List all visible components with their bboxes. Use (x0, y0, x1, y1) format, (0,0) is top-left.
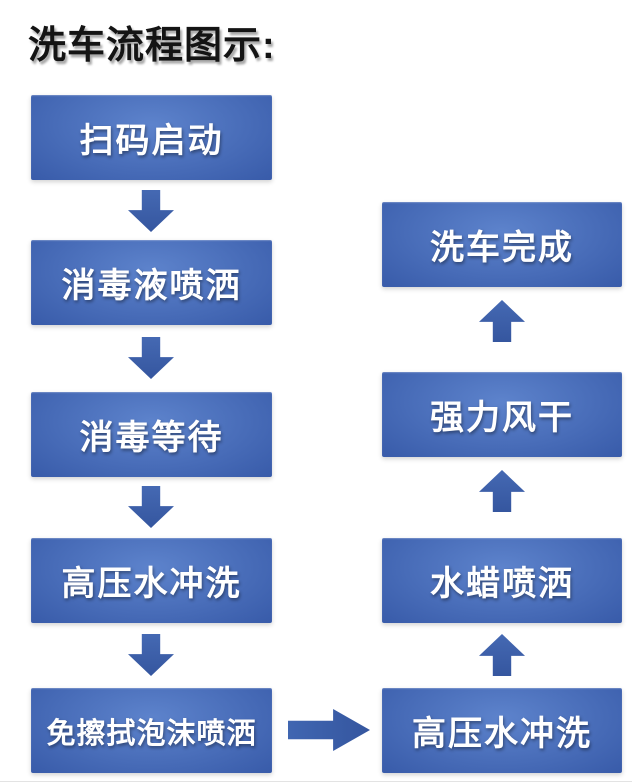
flow-step-left-1: 扫码启动 (31, 95, 272, 180)
arrow-up-icon (479, 300, 525, 342)
flow-step-label: 免擦拭泡沫喷洒 (46, 717, 257, 750)
flow-step-label: 扫码启动 (79, 122, 224, 160)
flow-step-right-4: 高压水冲洗 (382, 688, 622, 773)
flow-step-left-4: 高压水冲洗 (31, 538, 272, 623)
flow-step-left-5: 免擦拭泡沫喷洒 (31, 688, 272, 773)
flow-step-left-3: 消毒等待 (31, 392, 272, 477)
flow-step-label: 高压水冲洗 (61, 565, 242, 603)
arrow-up-icon (479, 470, 525, 512)
arrow-right-icon (288, 709, 370, 751)
flow-step-left-2: 消毒液喷洒 (31, 240, 272, 325)
flow-step-right-2: 强力风干 (382, 372, 622, 457)
arrow-down-icon (128, 190, 174, 232)
arrow-up-icon (479, 634, 525, 676)
arrow-down-icon (128, 337, 174, 379)
page-title: 洗车流程图示: (28, 25, 276, 67)
flow-step-label: 消毒等待 (79, 419, 224, 457)
flow-step-label: 高压水冲洗 (412, 715, 592, 753)
arrow-down-icon (128, 486, 174, 528)
flow-step-label: 消毒液喷洒 (61, 267, 242, 305)
flow-step-label: 洗车完成 (430, 229, 574, 267)
flow-step-right-1: 洗车完成 (382, 202, 622, 287)
arrow-down-icon (128, 634, 174, 676)
flow-step-label: 强力风干 (430, 399, 574, 437)
flow-step-right-3: 水蜡喷洒 (382, 538, 622, 623)
flow-step-label: 水蜡喷洒 (430, 565, 574, 603)
